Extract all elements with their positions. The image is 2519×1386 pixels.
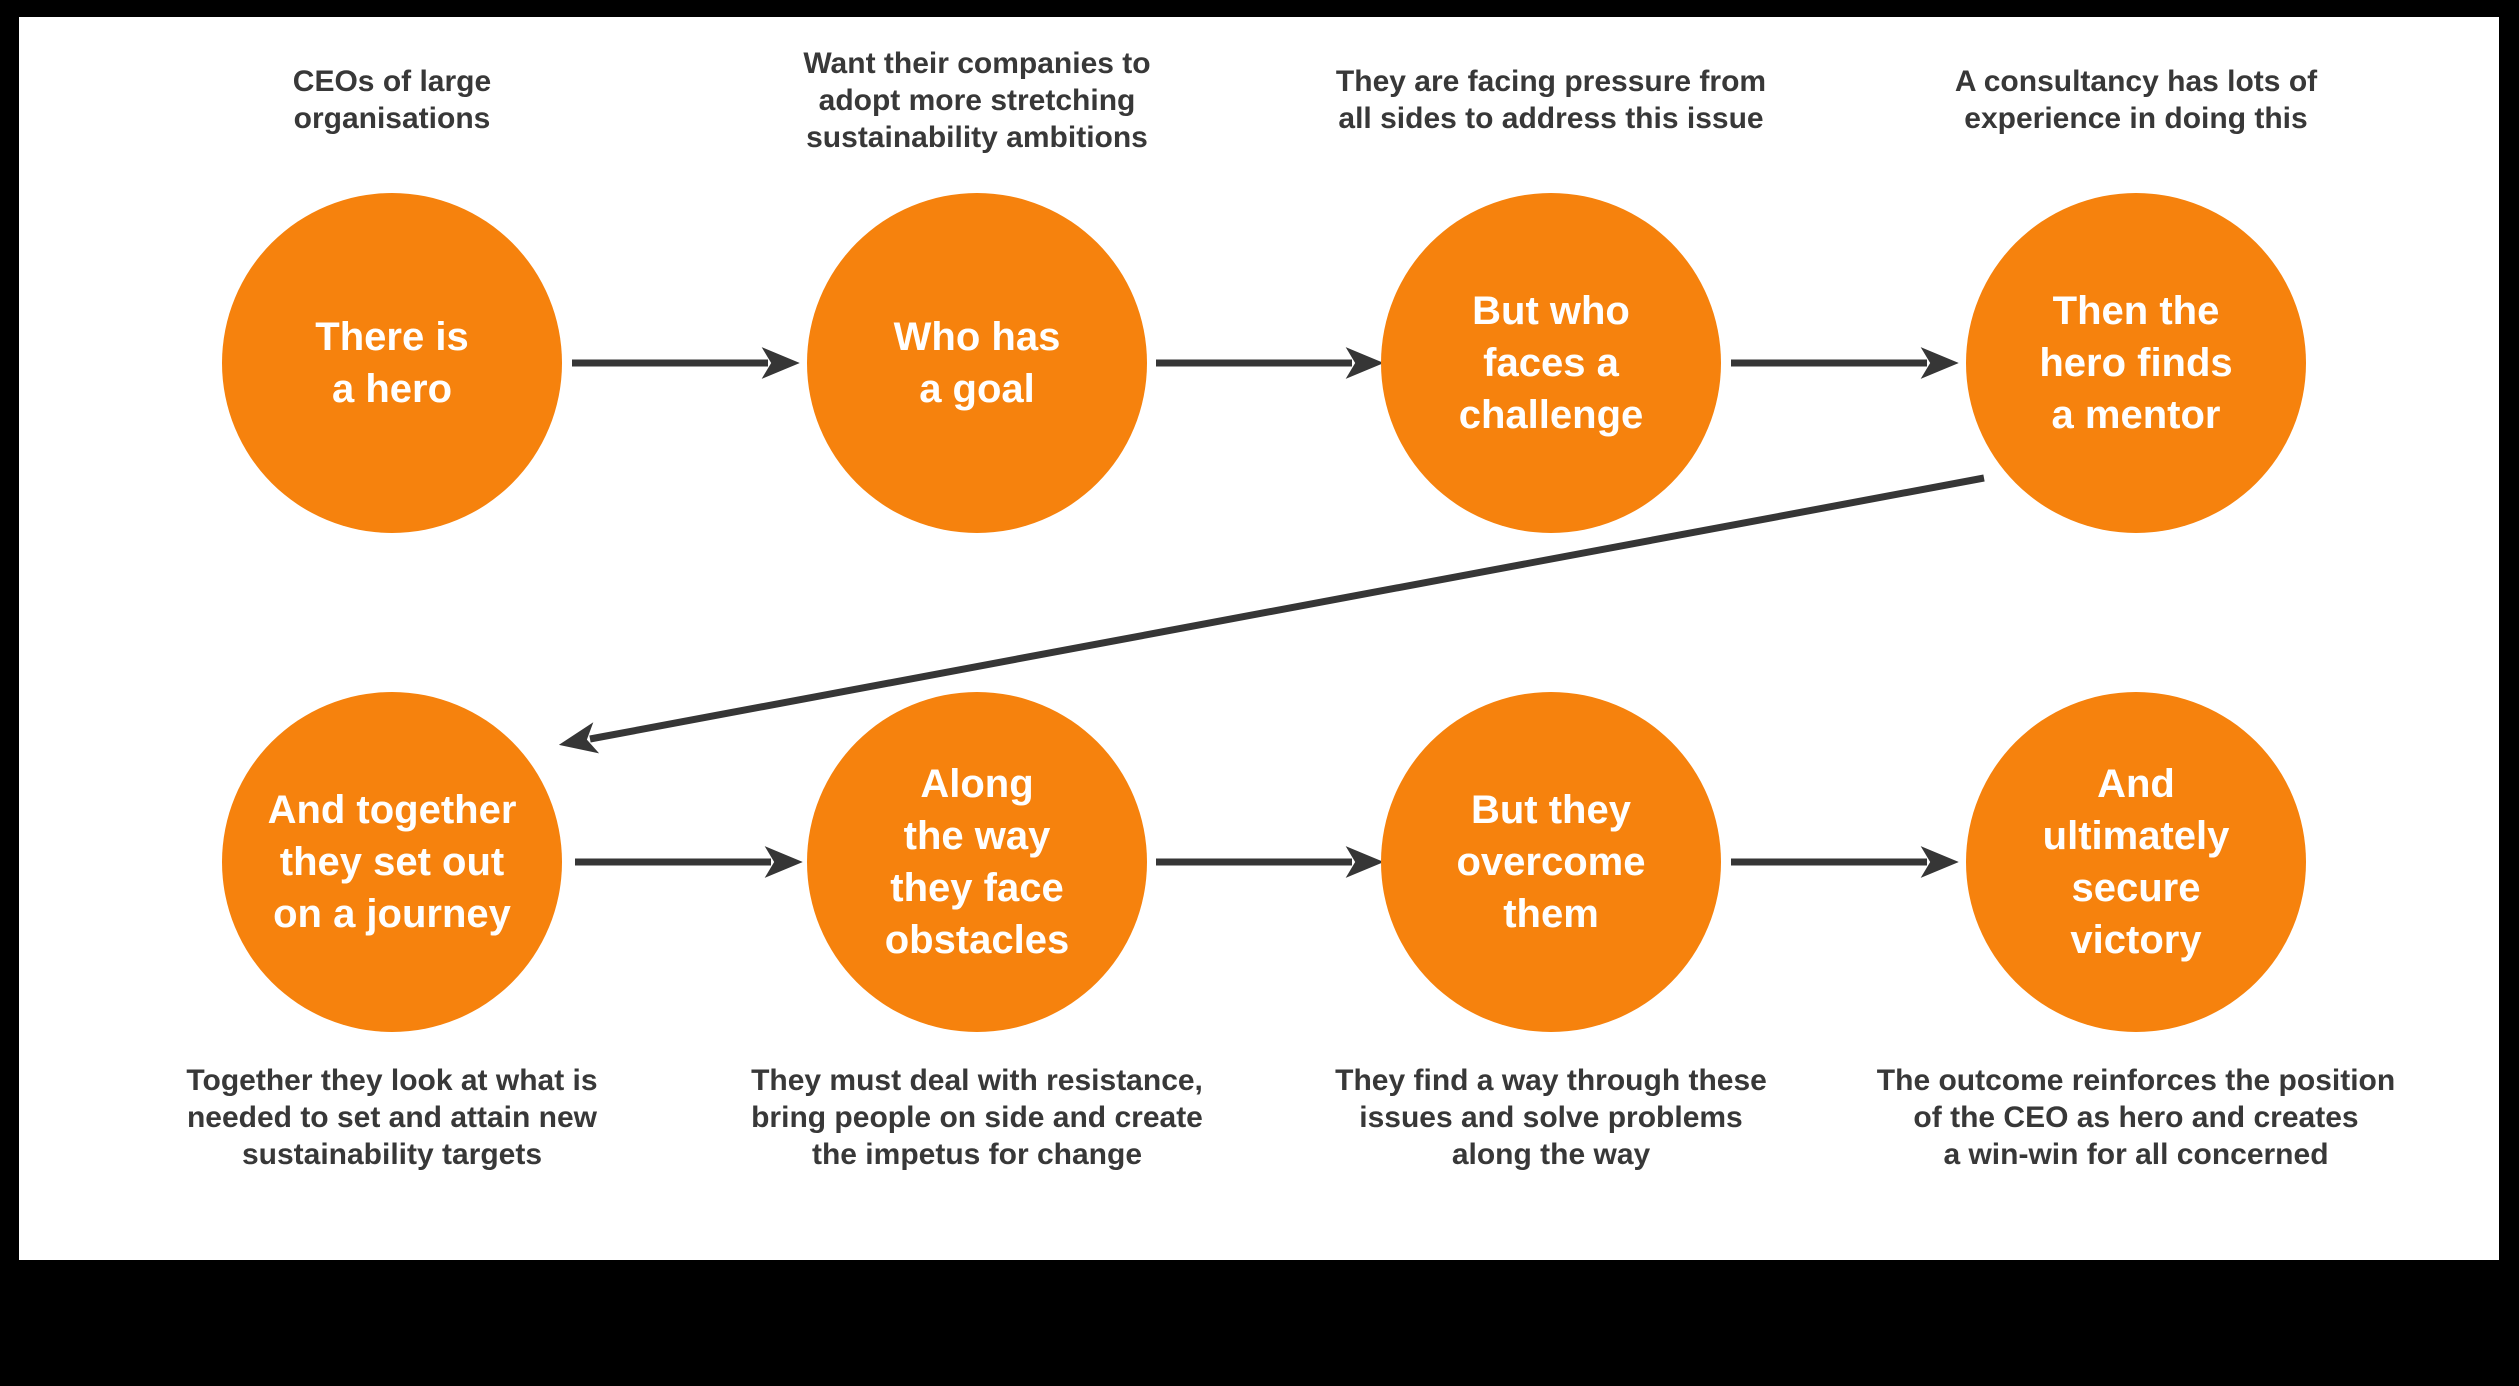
step-circle-overcome-them: But they overcome them: [1381, 692, 1721, 1032]
step-circle-set-out-on-journey: And together they set out on a journey: [222, 692, 562, 1032]
caption-step8: The outcome reinforces the position of t…: [1876, 1064, 2396, 1171]
caption-step4: A consultancy has lots of experience in …: [1954, 65, 2318, 135]
caption-step5: Together they look at what is needed to …: [186, 1064, 598, 1171]
step-circle-faces-a-challenge: But who faces a challenge: [1381, 193, 1721, 533]
caption-step2: Want their companies to adopt more stret…: [803, 46, 1151, 154]
step-circle-finds-a-mentor: Then the hero finds a mentor: [1966, 193, 2306, 533]
step-circle-face-obstacles: Along the way they face obstacles: [807, 692, 1147, 1032]
step-circle-secure-victory: And ultimately secure victory: [1966, 692, 2306, 1032]
step-circle-who-has-a-goal: Who has a goal: [807, 193, 1147, 533]
caption-step3: They are facing pressure from all sides …: [1335, 65, 1767, 135]
caption-step6: They must deal with resistance, bring pe…: [751, 1064, 1203, 1171]
step-circle-there-is-a-hero: There is a hero: [222, 193, 562, 533]
caption-step7: They find a way through these issues and…: [1335, 1064, 1767, 1171]
caption-step1: CEOs of large organisations: [292, 65, 492, 135]
